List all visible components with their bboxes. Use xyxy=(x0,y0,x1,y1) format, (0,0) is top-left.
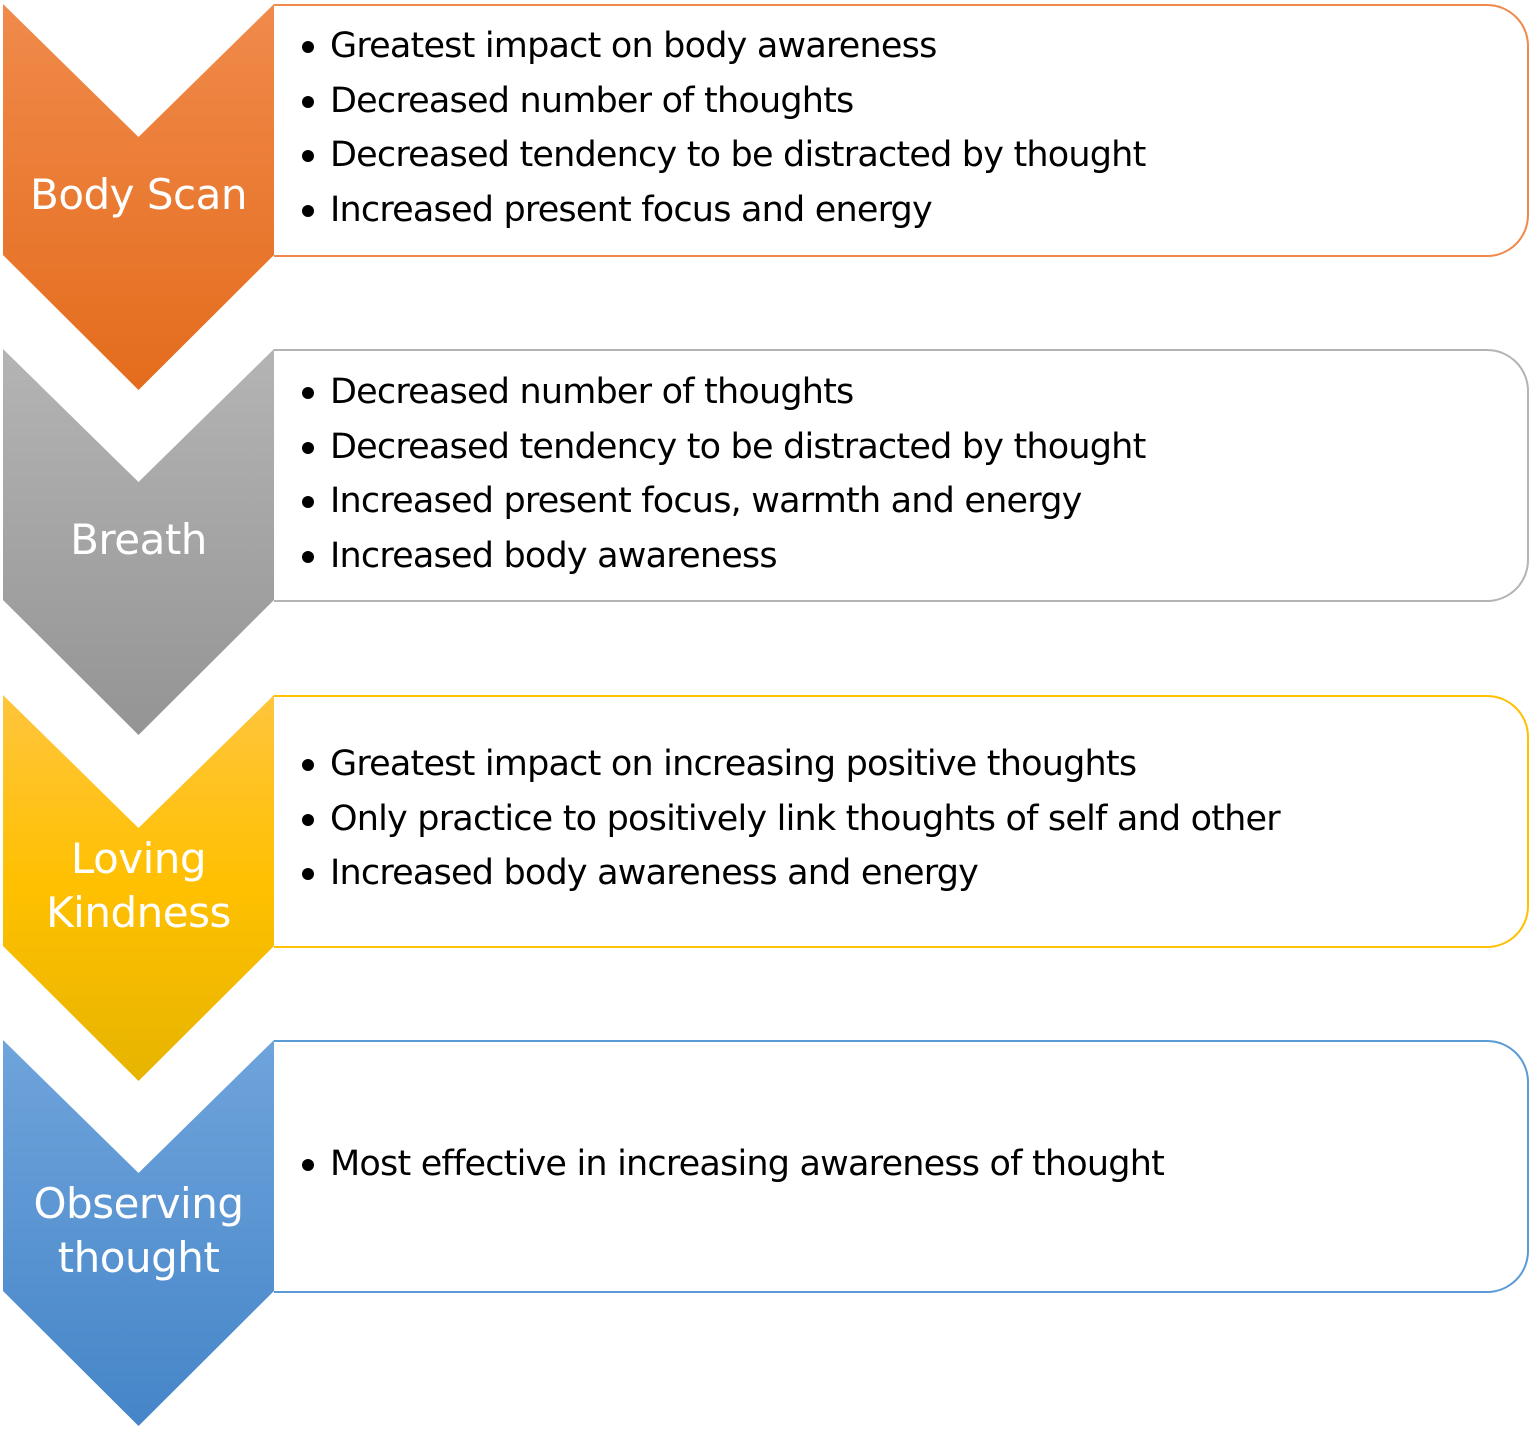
observing-thought-box xyxy=(274,1040,1529,1293)
bullet-item: Decreased number of thoughts xyxy=(296,74,1146,129)
observing-thought-chevron: Observing thought xyxy=(3,1040,274,1426)
body-scan-label: Body Scan xyxy=(3,168,274,222)
label-line: Kindness xyxy=(46,888,231,937)
row-loving-kindness: Loving Kindness Greatest impact on incre… xyxy=(0,695,1536,1085)
body-scan-chevron: Body Scan xyxy=(3,4,274,390)
bullet-item: Decreased number of thoughts xyxy=(296,365,1146,420)
bullet-item: Increased body awareness xyxy=(296,529,1146,584)
bullet-icon xyxy=(302,868,314,880)
label-line: Observing xyxy=(33,1179,244,1228)
bullet-icon xyxy=(302,496,314,508)
row-body-scan: Body Scan Greatest impact on body awaren… xyxy=(0,4,1536,394)
bullet-icon xyxy=(302,204,314,217)
observing-thought-label: Observing thought xyxy=(3,1177,274,1285)
label-line: Breath xyxy=(70,515,207,564)
bullet-icon xyxy=(302,95,314,108)
bullet-icon xyxy=(302,41,314,53)
chevron-down-icon xyxy=(3,349,274,735)
bullet-item: Increased present focus, warmth and ener… xyxy=(296,474,1146,529)
label-line: thought xyxy=(57,1233,220,1282)
breath-label: Breath xyxy=(3,513,274,567)
bullet-icon xyxy=(302,1159,314,1171)
bullet-icon xyxy=(302,813,314,826)
breath-chevron: Breath xyxy=(3,349,274,735)
row-breath: Breath Decreased number of thoughts Decr… xyxy=(0,349,1536,739)
bullet-icon xyxy=(302,441,314,454)
bullet-item: Greatest impact on body awareness xyxy=(296,19,1146,74)
chevron-down-icon xyxy=(3,4,274,390)
loving-kindness-box xyxy=(274,695,1529,948)
row-observing-thought: Observing thought Most effective in incr… xyxy=(0,1040,1536,1430)
chevron-down-icon xyxy=(3,1040,274,1426)
bullet-item: Increased present focus and energy xyxy=(296,183,1146,238)
bullet-item: Decreased tendency to be distracted by t… xyxy=(296,128,1146,183)
label-line: Loving xyxy=(70,834,207,883)
bullet-item: Increased body awareness and energy xyxy=(296,846,1280,901)
chevron-down-icon xyxy=(3,695,274,1081)
label-line: Body Scan xyxy=(30,170,247,219)
bullet-icon xyxy=(302,150,314,162)
bullet-item: Decreased tendency to be distracted by t… xyxy=(296,420,1146,475)
bullet-item: Most effective in increasing awareness o… xyxy=(296,1137,1165,1192)
bullet-icon xyxy=(302,759,314,771)
breath-box xyxy=(274,349,1529,602)
loving-kindness-bullets: Greatest impact on increasing positive t… xyxy=(296,737,1281,901)
body-scan-bullets: Greatest impact on body awareness Decrea… xyxy=(296,19,1146,237)
loving-kindness-chevron: Loving Kindness xyxy=(3,695,274,1081)
bullet-icon xyxy=(302,550,314,563)
bullet-item: Only practice to positively link thought… xyxy=(296,792,1281,847)
breath-bullets: Decreased number of thoughts Decreased t… xyxy=(296,365,1146,583)
loving-kindness-label: Loving Kindness xyxy=(3,832,274,940)
body-scan-box xyxy=(274,4,1529,257)
observing-thought-bullets: Most effective in increasing awareness o… xyxy=(296,1137,1165,1192)
bullet-item: Greatest impact on increasing positive t… xyxy=(296,737,1280,792)
bullet-icon xyxy=(302,387,314,399)
